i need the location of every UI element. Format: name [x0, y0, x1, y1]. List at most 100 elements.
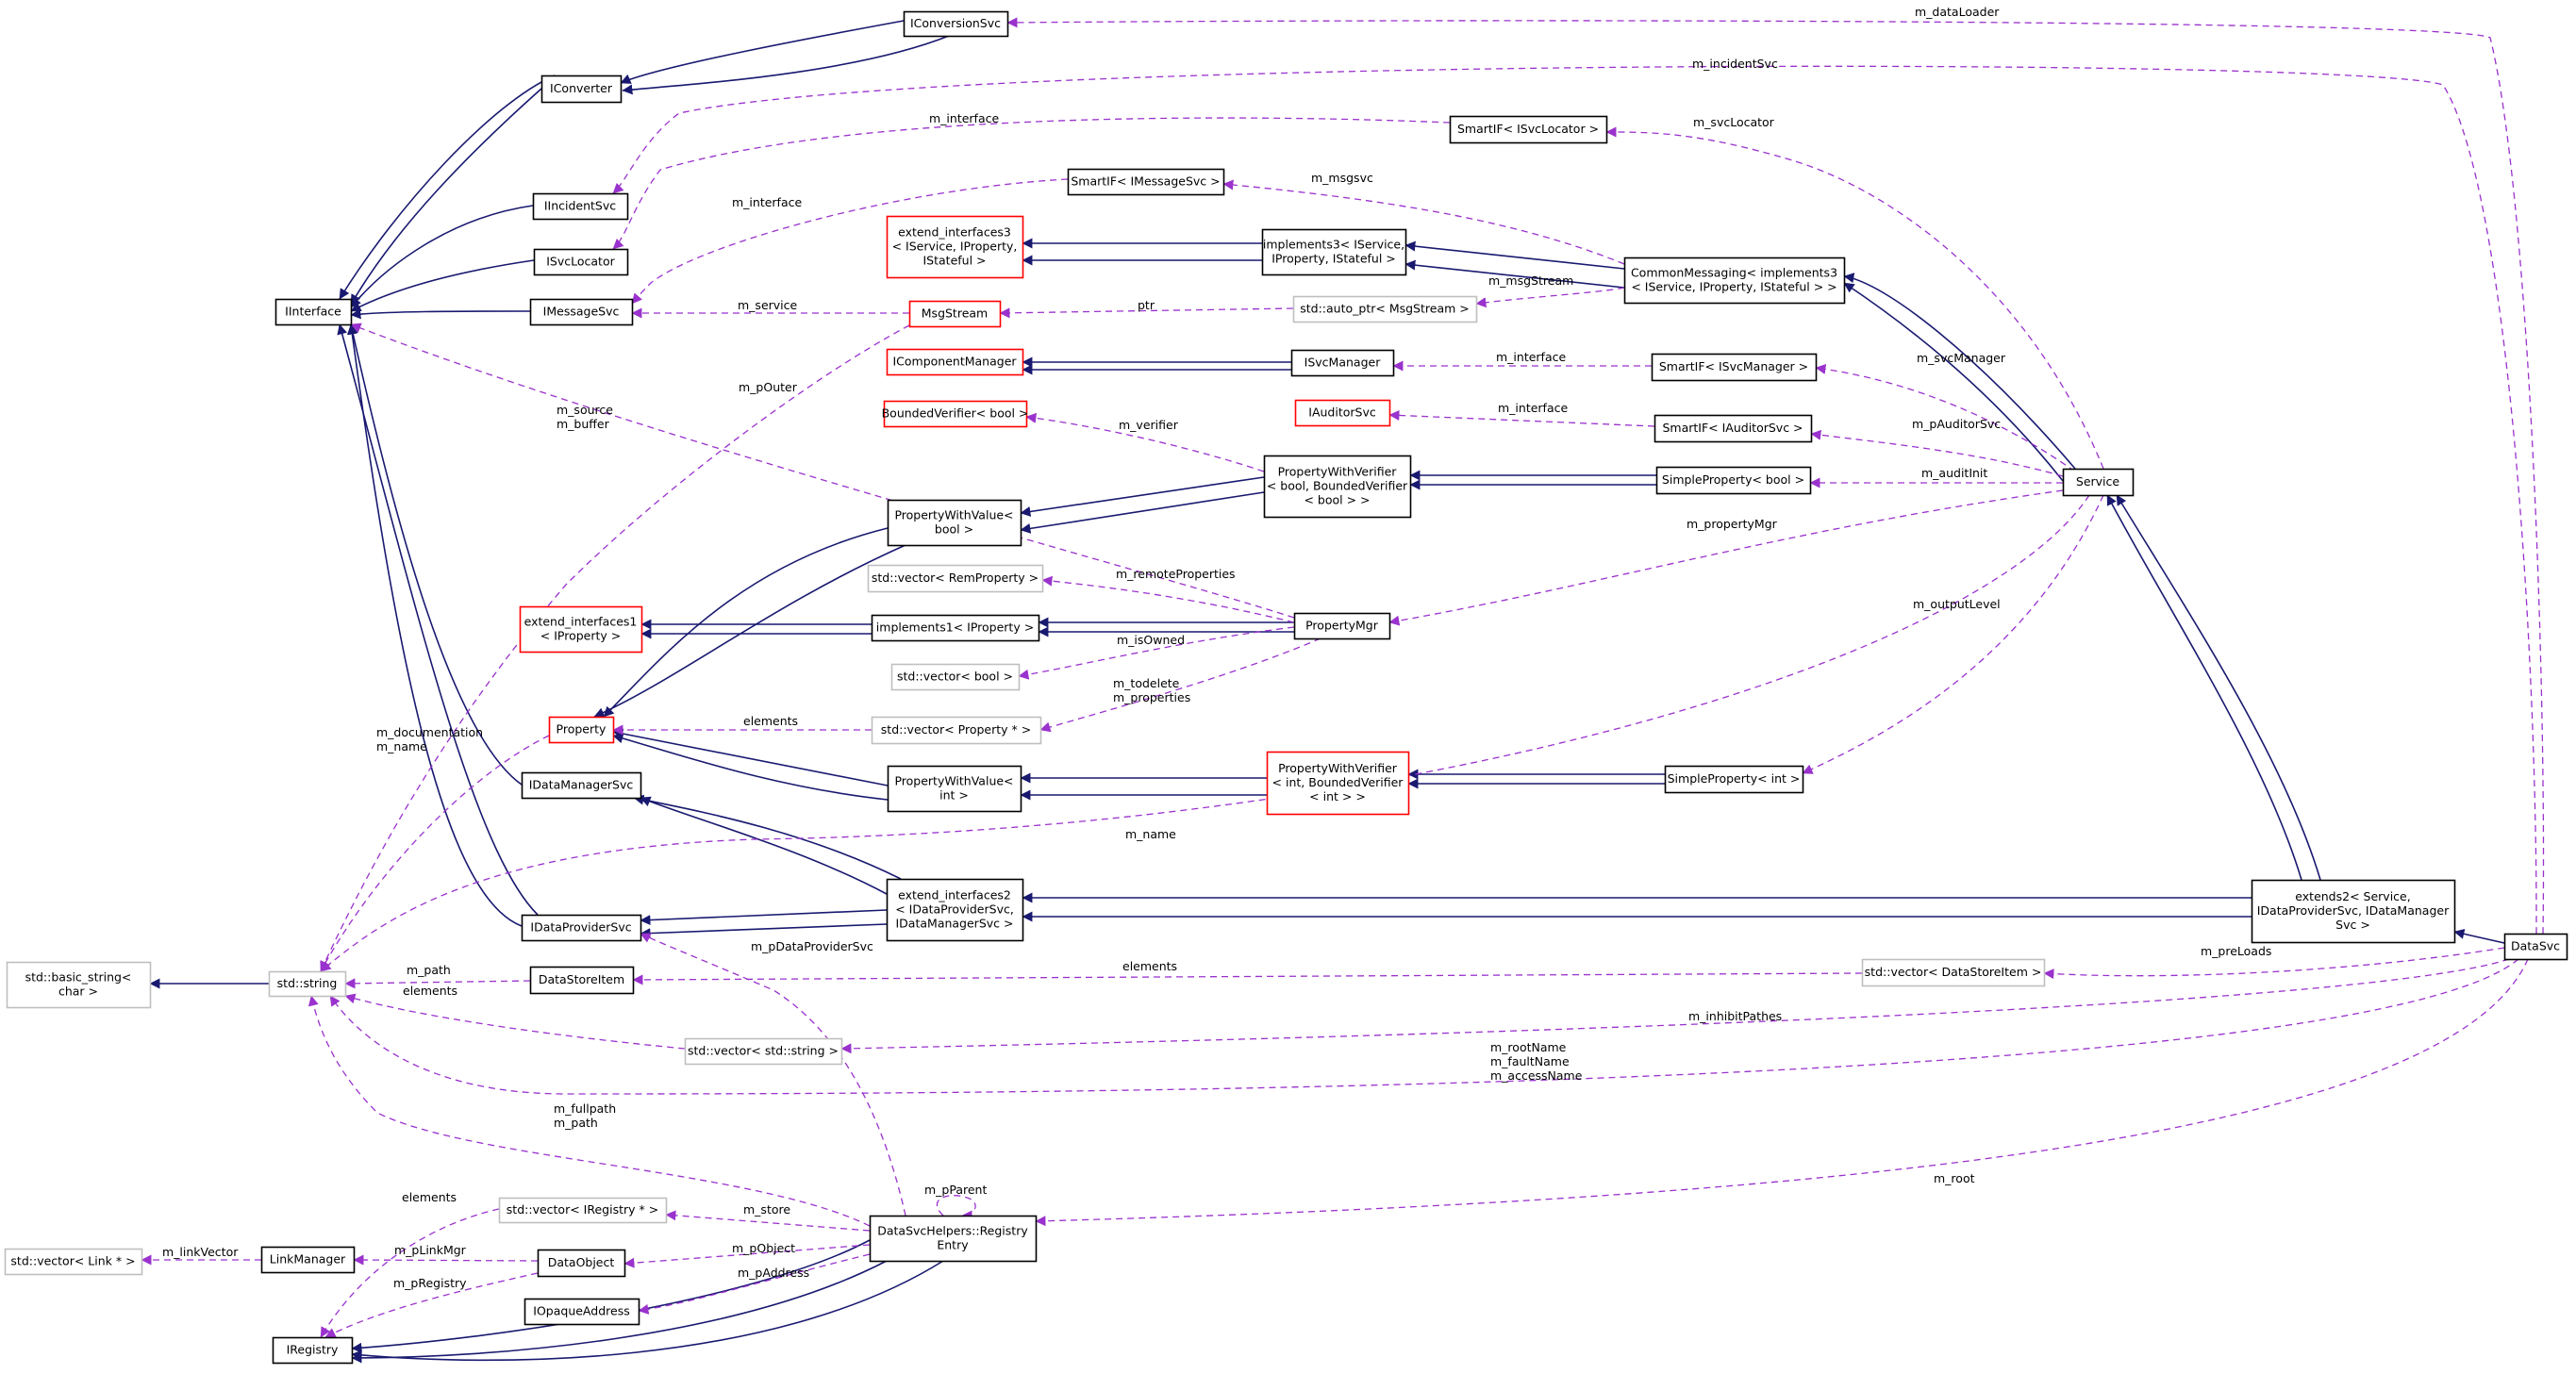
class-node-linkmanager[interactable]: LinkManager	[260, 1246, 356, 1274]
class-node-msgstream[interactable]: MsgStream	[908, 300, 1002, 328]
class-node-implements3[interactable]: implements3< IService,IProperty, IStatef…	[1261, 228, 1407, 276]
class-box	[537, 1249, 626, 1278]
class-name-text: ISvcLocator	[546, 255, 615, 269]
edge-label: m_path	[407, 963, 451, 977]
class-name-text: char >	[58, 985, 98, 999]
usage-edge	[640, 933, 906, 1217]
class-node-vector-remproperty[interactable]: std::vector< RemProperty >	[867, 564, 1044, 593]
class-box	[521, 914, 642, 942]
class-box	[871, 614, 1040, 642]
class-node-implements1[interactable]: implements1< IProperty >	[871, 614, 1040, 642]
inheritance-edge	[640, 923, 888, 939]
class-node-iincidentsvc[interactable]: IIncidentSvc	[532, 192, 629, 221]
class-name-text: IMessageSvc	[543, 305, 620, 319]
class-name-text: < bool > >	[1304, 493, 1370, 507]
class-node-icomponentmanager[interactable]: IComponentManager	[886, 348, 1024, 376]
class-node-propertywithvalue-bool[interactable]: PropertyWithValue<bool >	[887, 499, 1022, 547]
class-node-smartif-imessagesvc[interactable]: SmartIF< IMessageSvc >	[1067, 168, 1225, 196]
class-name-text: IDataManagerSvc	[529, 778, 634, 792]
class-name-text: < int > >	[1309, 789, 1366, 803]
class-node-propertywithvalue-int[interactable]: PropertyWithValue<int >	[887, 765, 1022, 813]
usage-edge	[1035, 958, 2529, 1227]
class-node-vector-datastoreitem[interactable]: std::vector< DataStoreItem >	[1861, 958, 2046, 987]
class-name-text: < IService, IProperty,	[892, 240, 1018, 254]
class-node-extend-interfaces3[interactable]: extend_interfaces3< IService, IProperty,…	[886, 215, 1024, 279]
class-box	[1263, 455, 1412, 519]
class-node-iauditorsvc[interactable]: IAuditorSvc	[1294, 399, 1391, 427]
class-node-propertywithverifier-bool[interactable]: PropertyWithVerifier< bool, BoundedVerif…	[1263, 455, 1412, 519]
edge-label: m_path	[554, 1116, 598, 1130]
edge-label: m_pDataProviderSvc	[751, 939, 873, 953]
class-node-propertymgr[interactable]: PropertyMgr	[1293, 612, 1391, 640]
class-node-idataprovidersvc[interactable]: IDataProviderSvc	[521, 914, 642, 942]
edge-label: m_pAuditorSvc	[1912, 417, 2001, 431]
edge-label: m_name	[376, 739, 427, 753]
class-node-dataobject[interactable]: DataObject	[537, 1249, 626, 1278]
class-node-smartif-isvclocator[interactable]: SmartIF< ISvcLocator >	[1449, 115, 1608, 144]
usage-edge	[320, 494, 2090, 972]
class-node-iinterface[interactable]: IInterface	[274, 298, 353, 326]
class-node-extend-interfaces2[interactable]: extend_interfaces2< IDataProviderSvc,IDa…	[886, 878, 1024, 942]
class-node-imessagesvc[interactable]: IMessageSvc	[529, 298, 634, 326]
class-node-simpleproperty-bool[interactable]: SimpleProperty< bool >	[1655, 466, 1812, 495]
class-node-idatamanagersvc[interactable]: IDataManagerSvc	[521, 771, 642, 800]
class-node-vector-property[interactable]: std::vector< Property * >	[871, 716, 1042, 745]
usage-edge	[1039, 637, 1321, 733]
class-node-simpleproperty-int[interactable]: SimpleProperty< int >	[1664, 765, 1804, 794]
class-node-service[interactable]: Service	[2062, 468, 2135, 497]
edge-label: m_dataLoader	[1915, 5, 2000, 19]
class-name-text: IDataManagerSvc >	[896, 917, 1014, 931]
class-name-text: SimpleProperty< bool >	[1662, 472, 1804, 487]
usage-edge	[344, 978, 531, 989]
class-node-iconversionsvc[interactable]: IConversionSvc	[903, 10, 1009, 38]
class-node-datastoreitem[interactable]: DataStoreItem	[529, 966, 635, 995]
class-box	[684, 1037, 843, 1066]
class-name-text: IInterface	[285, 305, 341, 319]
class-node-std-string[interactable]: std::string	[268, 970, 347, 998]
edge-label: m_accessName	[1490, 1068, 1583, 1083]
inheritance-edge	[339, 74, 556, 300]
class-node-extends2[interactable]: extends2< Service,IDataProviderSvc, IDat…	[2251, 879, 2456, 944]
class-name-text: implements3< IService,	[1263, 238, 1404, 252]
class-node-basic-string[interactable]: std::basic_string<char >	[6, 961, 152, 1009]
class-node-auto-ptr-msgstream[interactable]: std::auto_ptr< MsgStream >	[1292, 295, 1478, 323]
class-node-isvcmanager[interactable]: ISvcManager	[1290, 349, 1395, 377]
class-box	[2062, 468, 2135, 497]
inheritance-edge	[351, 1260, 888, 1364]
class-name-text: < IProperty >	[540, 629, 621, 643]
class-node-commonmessaging[interactable]: CommonMessaging< implements3< IService, …	[1623, 257, 1846, 305]
class-node-iconverter[interactable]: IConverter	[540, 74, 623, 104]
class-node-isvclocator[interactable]: ISvcLocator	[533, 248, 629, 276]
class-node-vector-string[interactable]: std::vector< std::string >	[684, 1037, 843, 1066]
class-name-text: PropertyWithVerifier	[1278, 761, 1398, 775]
class-name-text: Entry	[937, 1238, 969, 1252]
class-node-property[interactable]: Property	[548, 716, 615, 744]
class-node-extend-interfaces1[interactable]: extend_interfaces1< IProperty >	[519, 605, 643, 654]
class-node-iopaqueaddress[interactable]: IOpaqueAddress	[524, 1298, 640, 1326]
class-box	[869, 1215, 1038, 1263]
class-box	[532, 192, 629, 221]
class-name-text: int >	[939, 788, 969, 803]
class-node-datasvc[interactable]: DataSvc	[2503, 933, 2568, 961]
edge-label: m_interface	[929, 111, 999, 125]
class-node-smartif-iauditorsvc[interactable]: SmartIF< IAuditorSvc >	[1654, 414, 1813, 443]
class-node-vector-link[interactable]: std::vector< Link * >	[4, 1248, 143, 1276]
class-node-boundedverifier-bool[interactable]: BoundedVerifier< bool >	[882, 400, 1029, 428]
edge-label: m_propertyMgr	[1687, 517, 1778, 531]
class-node-smartif-isvcmanager[interactable]: SmartIF< ISvcManager >	[1651, 353, 1818, 382]
inheritance-edge	[346, 323, 523, 927]
class-box	[887, 765, 1022, 813]
usage-edge	[1025, 412, 1265, 472]
inheritance-edge	[1404, 240, 1625, 270]
class-box	[4, 1248, 143, 1276]
inheritance-edge	[350, 88, 542, 306]
class-box	[1861, 958, 2046, 987]
class-name-text: IConversionSvc	[910, 16, 1001, 30]
class-node-vector-iregistry[interactable]: std::vector< IRegistry * >	[498, 1197, 668, 1224]
class-name-text: < int, BoundedVerifier	[1272, 775, 1404, 789]
class-node-iregistry[interactable]: IRegistry	[272, 1336, 354, 1365]
class-node-propertywithverifier-int[interactable]: PropertyWithVerifier< int, BoundedVerifi…	[1266, 751, 1410, 816]
class-node-vector-bool[interactable]: std::vector< bool >	[890, 663, 1021, 691]
